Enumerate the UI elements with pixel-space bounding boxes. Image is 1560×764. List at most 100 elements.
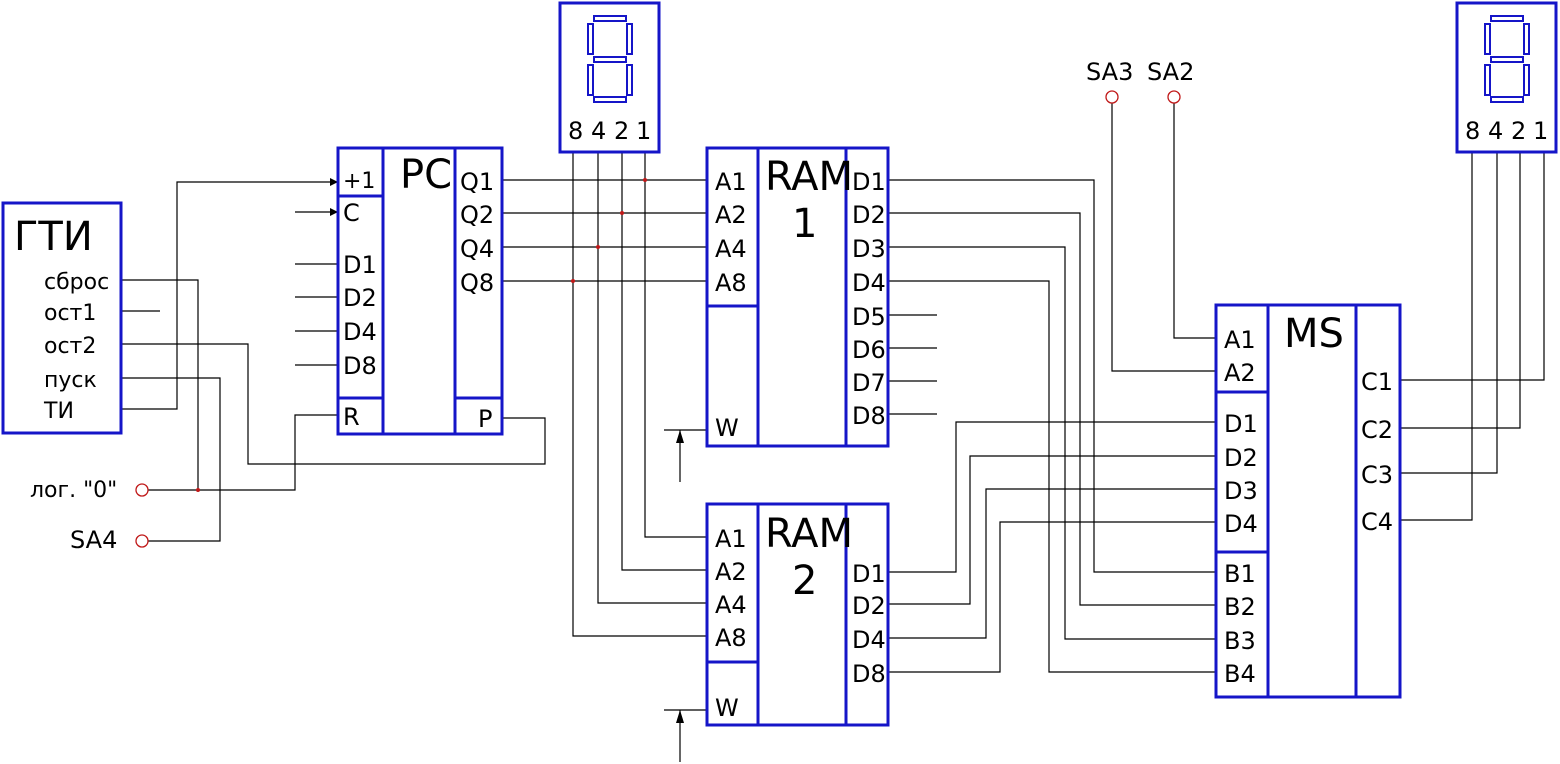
wire-a4-bus — [597, 152, 707, 604]
ms-pin-b4: B4 — [1224, 660, 1256, 688]
ram1-pin-d6: D6 — [852, 336, 886, 364]
wire-a8-bus — [572, 152, 707, 637]
ram1-number: 1 — [792, 201, 817, 247]
wire-c1 — [1400, 152, 1545, 381]
pc-pin-q8: Q8 — [460, 269, 494, 297]
wire-ost2-p — [122, 343, 546, 465]
ram1-title: RAM — [765, 154, 853, 200]
log0-terminal-icon — [135, 483, 149, 497]
ms-pin-d1: D1 — [1224, 410, 1258, 438]
wire-ram2-d4 — [888, 488, 1216, 639]
seven-segment-icon — [1484, 15, 1530, 103]
wire-sa2 — [1173, 103, 1216, 339]
ram1-block: RAM 1 A1 A2 A4 A8 W D1 D2 D3 D4 D5 D6 D7… — [705, 146, 890, 448]
gti-title: ГТИ — [14, 214, 93, 260]
ram2-pin-a4: A4 — [715, 591, 747, 619]
pc-pin-plus1: +1 — [343, 169, 375, 194]
wire-start-sa4 — [122, 377, 221, 542]
ram1-pin-d7: D7 — [852, 369, 886, 397]
sa3-terminal-icon — [1105, 90, 1119, 104]
ram1-pin-a1: A1 — [715, 168, 747, 196]
wire-a1-bus — [644, 152, 707, 538]
ms-pin-c1: C1 — [1361, 368, 1393, 396]
pc-pin-c: C — [343, 199, 360, 227]
sa3-label: SA3 — [1086, 58, 1133, 86]
ram1-pin-d8: D8 — [852, 402, 886, 430]
ram2-pin-d2: D2 — [852, 592, 886, 620]
ms-pin-d2: D2 — [1224, 444, 1258, 472]
pc-pin-d4: D4 — [343, 318, 377, 346]
pc-pin-r: R — [343, 403, 360, 431]
switch-sa4[interactable]: SA4 — [70, 526, 149, 554]
wire-c3 — [1400, 152, 1498, 474]
ram2-pin-a2: A2 — [715, 558, 747, 586]
wire-log0-r — [148, 414, 338, 491]
wires — [122, 103, 1545, 762]
seven-segment-icon — [587, 15, 633, 103]
junction-dots — [196, 178, 647, 492]
wire-sa3 — [1111, 103, 1216, 372]
wire-ram2-d1 — [888, 421, 1216, 573]
ram2-pin-d4: D4 — [852, 626, 886, 654]
wire-c2 — [1400, 152, 1521, 429]
display2-weight-1: 1 — [1533, 117, 1548, 145]
ram1-pin-w: W — [715, 414, 739, 442]
pc-pin-q4: Q4 — [460, 235, 494, 263]
pc-pin-q1: Q1 — [460, 168, 494, 196]
gti-pin-start: пуск — [44, 368, 97, 393]
ram2-pin-d8: D8 — [852, 660, 886, 688]
wire-ram2-d2 — [888, 455, 1216, 605]
ram1-pin-d3: D3 — [852, 235, 886, 263]
ram1-pin-d4: D4 — [852, 269, 886, 297]
wire-ram1-d2 — [888, 212, 1216, 606]
sa2-terminal-icon — [1167, 90, 1181, 104]
display2-weight-2: 2 — [1511, 117, 1526, 145]
ms-pin-a2: A2 — [1224, 359, 1256, 387]
gti-pin-reset: сброс — [44, 270, 109, 295]
sa2-label: SA2 — [1147, 58, 1194, 86]
display1-weight-1: 1 — [636, 117, 651, 145]
ram1-pin-a8: A8 — [715, 269, 747, 297]
pc-block: РС +1 C D1 D2 D4 D8 R Q1 Q2 Q4 Q8 P — [336, 146, 504, 436]
switch-sa2[interactable]: SA2 — [1147, 58, 1194, 104]
ms-pin-c3: C3 — [1361, 461, 1393, 489]
ram2-number: 2 — [792, 558, 817, 604]
ram1-pin-d2: D2 — [852, 201, 886, 229]
display2-weight-8: 8 — [1465, 117, 1480, 145]
wire-ram1-d3 — [888, 246, 1216, 640]
gti-pin-ost2: ост2 — [44, 334, 96, 359]
ram2-pin-a8: A8 — [715, 624, 747, 652]
display1-weight-2: 2 — [614, 117, 629, 145]
ms-pin-c2: C2 — [1361, 416, 1393, 444]
ram2-title: RAM — [765, 511, 853, 557]
wire-ram1-d1 — [888, 179, 1216, 573]
pc-pin-d2: D2 — [343, 284, 377, 312]
ram1-pin-d5: D5 — [852, 303, 886, 331]
ms-pin-b1: B1 — [1224, 560, 1256, 588]
logic-zero-source[interactable]: лог. "0" — [30, 478, 149, 503]
ms-block: MS A1 A2 D1 D2 D3 D4 B1 B2 B3 B4 C1 C2 C… — [1214, 303, 1402, 699]
wire-ram2-d8 — [888, 521, 1216, 673]
ms-pin-b2: B2 — [1224, 593, 1256, 621]
gti-pin-ti: ТИ — [43, 399, 74, 424]
pc-pin-q2: Q2 — [460, 201, 494, 229]
wire-ram1-d4 — [888, 280, 1216, 673]
ms-pin-c4: C4 — [1361, 508, 1393, 536]
ram1-pin-a2: A2 — [715, 201, 747, 229]
ms-title: MS — [1284, 311, 1344, 357]
gti-block: ГТИ сброс ост1 ост2 пуск ТИ — [1, 201, 123, 435]
display-2: 8 4 2 1 — [1455, 1, 1558, 154]
display-1: 8 4 2 1 — [558, 1, 661, 154]
wire-a2-bus — [621, 152, 707, 571]
pc-title: РС — [400, 152, 452, 198]
ms-pin-d3: D3 — [1224, 477, 1258, 505]
wire-ti-clk — [122, 181, 338, 410]
ram2-pin-d1: D1 — [852, 560, 886, 588]
gti-pin-ost1: ост1 — [44, 301, 96, 326]
wire-c4 — [1400, 152, 1473, 521]
log0-label: лог. "0" — [30, 478, 117, 503]
wire-reset — [122, 279, 199, 490]
switch-sa3[interactable]: SA3 — [1086, 58, 1133, 104]
